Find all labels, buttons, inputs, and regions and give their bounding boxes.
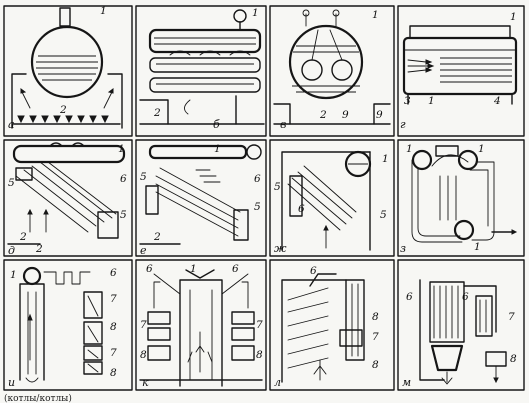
callout-5: 5 (274, 181, 281, 193)
callout-8: 8 (140, 349, 147, 361)
callout-1: 1 (510, 11, 517, 23)
callout-2: 2 (153, 231, 161, 243)
panel-letter: а (8, 118, 15, 131)
callout-1b: 1 (478, 143, 485, 155)
panel-v: 1 2 9 9 в (269, 5, 395, 137)
panel-zh: 1 5 6 5 ж (269, 139, 395, 257)
callout-5b: 5 (120, 209, 127, 221)
panel-letter: в (280, 118, 286, 131)
callout-1b: 1 (428, 95, 435, 107)
callout-7: 7 (110, 293, 117, 305)
callout-6: 6 (406, 291, 413, 303)
callout-1: 1 (190, 263, 197, 275)
panel-i: 1 6 7 8 7 8 и (3, 259, 133, 391)
callout-6b: 6 (232, 263, 239, 275)
callout-7: 7 (140, 319, 147, 331)
drum-shape (30, 25, 104, 99)
callout-6: 6 (298, 203, 305, 215)
callout-4: 4 (493, 95, 501, 107)
panel-letter: ж (274, 242, 287, 255)
callout-5: 5 (8, 177, 15, 189)
callout-1: 1 (10, 269, 17, 281)
callout-6b: 6 (462, 291, 469, 303)
panel-letter: е (140, 244, 147, 257)
callout-1: 1 (118, 143, 125, 155)
callout-7b: 7 (110, 347, 117, 359)
panel-letter: з (400, 242, 406, 255)
callout-2b: 2 (35, 243, 43, 255)
callout-1: 1 (252, 7, 259, 19)
callout-8: 8 (510, 353, 517, 365)
callout-3: 3 (404, 95, 411, 107)
callout-8: 8 (110, 321, 117, 333)
panel-letter: б (213, 118, 220, 131)
panel-letter: и (8, 376, 15, 389)
callout-9b: 9 (376, 109, 383, 121)
callout-2: 2 (59, 104, 67, 116)
panel-letter: г (400, 118, 406, 131)
bottom-caption: (котлы/котлы) (4, 393, 72, 403)
panel-z: 1 1 1 з (397, 139, 525, 257)
callout-7b: 7 (256, 319, 263, 331)
callout-5: 5 (140, 171, 147, 183)
panel-letter: л (274, 376, 281, 389)
callout-8b: 8 (372, 359, 379, 371)
steam-outlet (59, 7, 71, 27)
callout-6: 6 (310, 265, 317, 277)
callout-2: 2 (19, 231, 27, 243)
callout-6: 6 (120, 173, 127, 185)
callout-6: 6 (254, 173, 261, 185)
callout-9: 9 (342, 109, 349, 121)
callout-2: 2 (319, 109, 327, 121)
callout-1: 1 (214, 143, 221, 155)
panel-letter: м (402, 376, 411, 389)
callout-7: 7 (372, 331, 379, 343)
callout-1c: 1 (474, 241, 481, 253)
panel-l: 6 8 7 8 л (269, 259, 395, 391)
callout-7: 7 (508, 311, 515, 323)
panel-k: 6 1 6 7 7 8 8 к (135, 259, 267, 391)
callout-2: 2 (153, 107, 161, 119)
panel-b: 1 2 б (135, 5, 267, 137)
callout-8b: 8 (256, 349, 263, 361)
panel-m: 6 6 7 8 м (397, 259, 525, 391)
panel-d: 1 5 6 5 2 2 д (3, 139, 133, 257)
callout-6: 6 (146, 263, 153, 275)
callout-8: 8 (372, 311, 379, 323)
panel-letter: д (8, 244, 15, 257)
panel-e: 1 5 6 5 2 е (135, 139, 267, 257)
callout-8b: 8 (110, 367, 117, 379)
callout-1: 1 (406, 143, 413, 155)
panel-g: 1 3 1 4 г (397, 5, 525, 137)
callout-1: 1 (382, 153, 389, 165)
callout-5b: 5 (254, 201, 261, 213)
panel-a: 1 2 а (3, 5, 133, 137)
callout-6: 6 (110, 267, 117, 279)
callout-1: 1 (372, 9, 379, 21)
callout-1: 1 (100, 5, 107, 17)
panel-letter: к (142, 376, 149, 389)
callout-5b: 5 (380, 209, 387, 221)
